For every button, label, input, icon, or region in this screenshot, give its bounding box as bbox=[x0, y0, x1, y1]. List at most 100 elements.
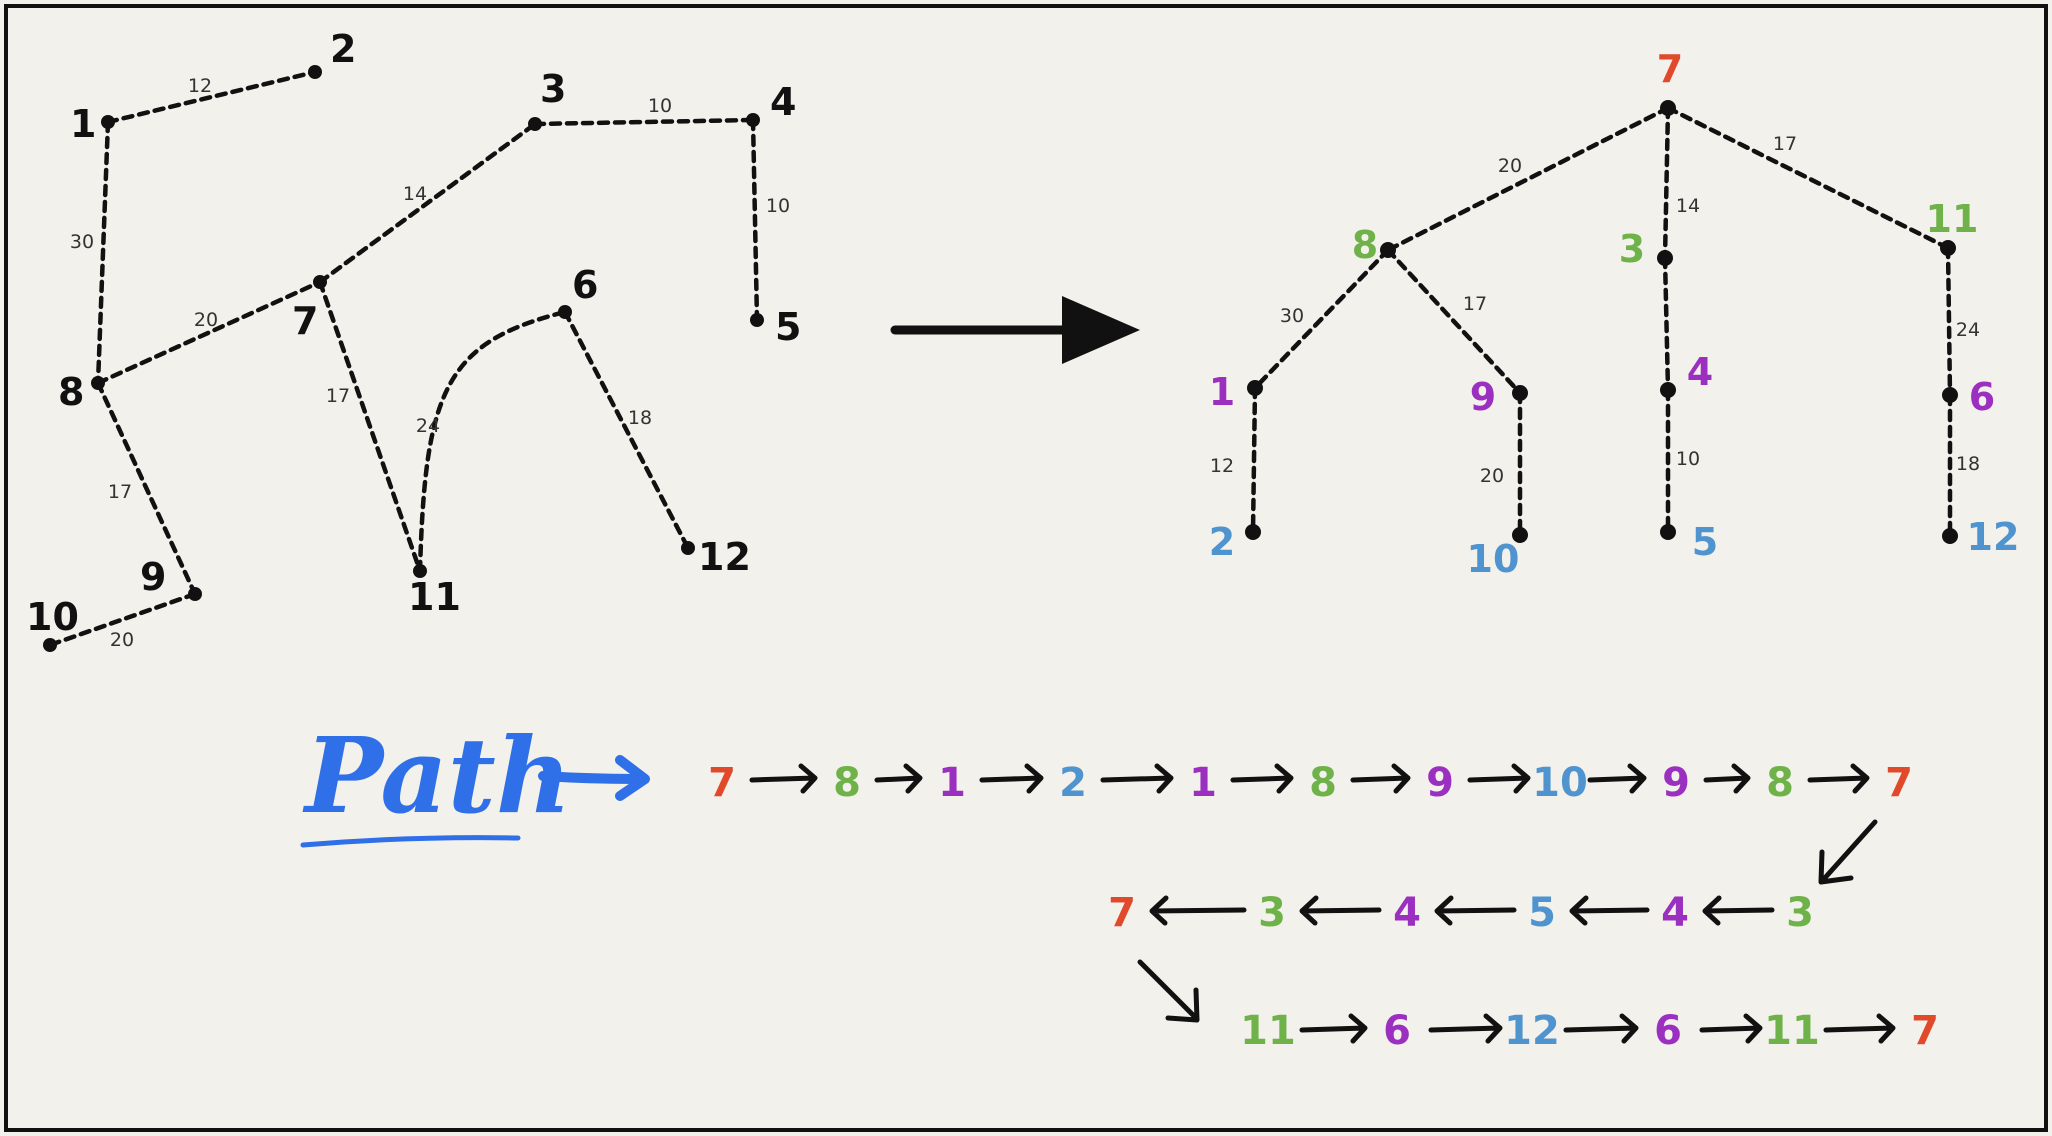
path-node-token: 2 bbox=[1059, 760, 1087, 806]
tree-node-8 bbox=[1380, 242, 1396, 258]
path-node-token: 8 bbox=[1309, 760, 1337, 806]
path-node-token: 7 bbox=[1911, 1008, 1939, 1054]
graph-node-1 bbox=[101, 115, 115, 129]
path-arrow-right-icon bbox=[749, 763, 818, 794]
path-node-token: 11 bbox=[1764, 1008, 1820, 1054]
path-arrow-right-icon bbox=[1350, 763, 1411, 794]
path-node-token: 3 bbox=[1258, 890, 1286, 936]
tree-node-label: 5 bbox=[1692, 520, 1718, 564]
tree-node-label: 6 bbox=[1969, 375, 1995, 419]
tree-node-6 bbox=[1942, 387, 1958, 403]
graph-node-7 bbox=[313, 275, 327, 289]
path-arrow-right-icon bbox=[1699, 1013, 1763, 1044]
tree-node-12 bbox=[1942, 528, 1958, 544]
tree-edge-8-9 bbox=[1385, 247, 1523, 396]
frame-border bbox=[4, 4, 2048, 1132]
graph-edge-7-11 bbox=[317, 279, 423, 574]
path-node-token: 4 bbox=[1393, 890, 1421, 936]
graph-node-2 bbox=[308, 65, 322, 79]
graph-edge-weight: 20 bbox=[110, 629, 134, 651]
path-arrow-right-icon bbox=[1428, 1013, 1503, 1044]
path-arrow-left-icon bbox=[1149, 895, 1247, 926]
graph-edge-weight: 18 bbox=[628, 407, 652, 429]
graph-node-label: 1 bbox=[70, 102, 96, 146]
path-node-token: 6 bbox=[1654, 1008, 1682, 1054]
tree-node-label: 7 bbox=[1657, 47, 1683, 91]
graph-edge-weight: 30 bbox=[70, 231, 94, 253]
path-label-underline bbox=[300, 835, 521, 848]
path-node-token: 1 bbox=[1189, 760, 1217, 806]
path-arrow-right-icon bbox=[1230, 763, 1294, 794]
path-arrow-left-icon bbox=[1299, 895, 1382, 926]
graph-edge-weight: 24 bbox=[416, 415, 440, 437]
tree-node-1 bbox=[1247, 380, 1263, 396]
path-pointer-arrow-icon bbox=[538, 755, 650, 801]
graph-node-label: 3 bbox=[540, 67, 566, 111]
graph-node-4 bbox=[746, 113, 760, 127]
tree-edge-11-6 bbox=[1945, 245, 1953, 398]
tree-edge-weight: 24 bbox=[1956, 319, 1980, 341]
path-label: Path bbox=[302, 714, 571, 837]
path-node-token: 8 bbox=[1766, 760, 1794, 806]
tree-edge-1-2 bbox=[1250, 385, 1258, 535]
tree-edge-weight: 12 bbox=[1210, 455, 1234, 477]
graph-edge-8-7 bbox=[95, 279, 323, 386]
tree-node-label: 10 bbox=[1467, 537, 1520, 581]
tree-edge-7-3 bbox=[1662, 105, 1671, 261]
graph-edge-1-8 bbox=[95, 119, 111, 386]
tree-edge-weight: 30 bbox=[1280, 305, 1304, 327]
tree-node-3 bbox=[1657, 250, 1673, 266]
tree-node-9 bbox=[1512, 385, 1528, 401]
path-arrow-right-icon bbox=[979, 763, 1044, 794]
transform-arrow bbox=[890, 296, 1140, 364]
path-node-token: 10 bbox=[1532, 760, 1588, 806]
tree-edge-weight: 20 bbox=[1498, 155, 1522, 177]
path-arrow-right-icon bbox=[1703, 763, 1751, 794]
graph-node-label: 5 bbox=[775, 305, 801, 349]
graph-node-label: 2 bbox=[330, 27, 356, 71]
tree-node-label: 12 bbox=[1967, 515, 2020, 559]
tree-node-11 bbox=[1940, 240, 1956, 256]
graph-node-label: 11 bbox=[408, 575, 461, 619]
path-node-token: 1 bbox=[938, 760, 966, 806]
graph-node-label: 9 bbox=[140, 555, 166, 599]
graph-node-label: 6 bbox=[572, 263, 598, 307]
tree-node-7 bbox=[1660, 100, 1676, 116]
path-arrow-right-icon bbox=[1299, 1013, 1368, 1044]
graph-edge-11-6 bbox=[417, 309, 568, 574]
path-node-token: 5 bbox=[1528, 890, 1556, 936]
tree-edge-weight: 14 bbox=[1676, 195, 1700, 217]
graph-node-3 bbox=[528, 117, 542, 131]
path-arrow-right-icon bbox=[1807, 763, 1870, 794]
path-arrow-right-icon bbox=[1563, 1013, 1639, 1044]
path-arrow-right-icon bbox=[1823, 1013, 1896, 1044]
tree-edge-weight: 17 bbox=[1773, 133, 1797, 155]
graph-node-6 bbox=[558, 305, 572, 319]
graph-node-8 bbox=[91, 376, 105, 390]
path-arrow-right-icon bbox=[1587, 763, 1647, 794]
graph-node-10 bbox=[43, 638, 57, 652]
tree-node-4 bbox=[1660, 382, 1676, 398]
path-arrow-down-left-icon bbox=[1818, 819, 1878, 885]
path-node-token: 12 bbox=[1504, 1008, 1560, 1054]
graph-edge-8-9 bbox=[95, 380, 198, 597]
graph-edge-weight: 10 bbox=[766, 195, 790, 217]
graph-node-label: 10 bbox=[26, 595, 79, 639]
path-arrow-down-right-icon bbox=[1137, 959, 1200, 1023]
tree-edge-weight: 10 bbox=[1676, 448, 1700, 470]
tree-node-label: 8 bbox=[1352, 223, 1378, 267]
path-node-token: 9 bbox=[1662, 760, 1690, 806]
graph-edge-9-10 bbox=[47, 591, 198, 648]
tree-node-label: 2 bbox=[1209, 520, 1235, 564]
graph-node-11 bbox=[413, 564, 427, 578]
graph-node-label: 7 bbox=[292, 299, 318, 343]
graph-node-12 bbox=[681, 541, 695, 555]
graph-node-label: 12 bbox=[698, 535, 751, 579]
graph-edge-1-2 bbox=[105, 69, 318, 125]
tree-edge-weight: 20 bbox=[1480, 465, 1504, 487]
tree-node-label: 3 bbox=[1619, 227, 1645, 271]
graph-edge-4-5 bbox=[750, 117, 760, 323]
path-node-token: 6 bbox=[1383, 1008, 1411, 1054]
